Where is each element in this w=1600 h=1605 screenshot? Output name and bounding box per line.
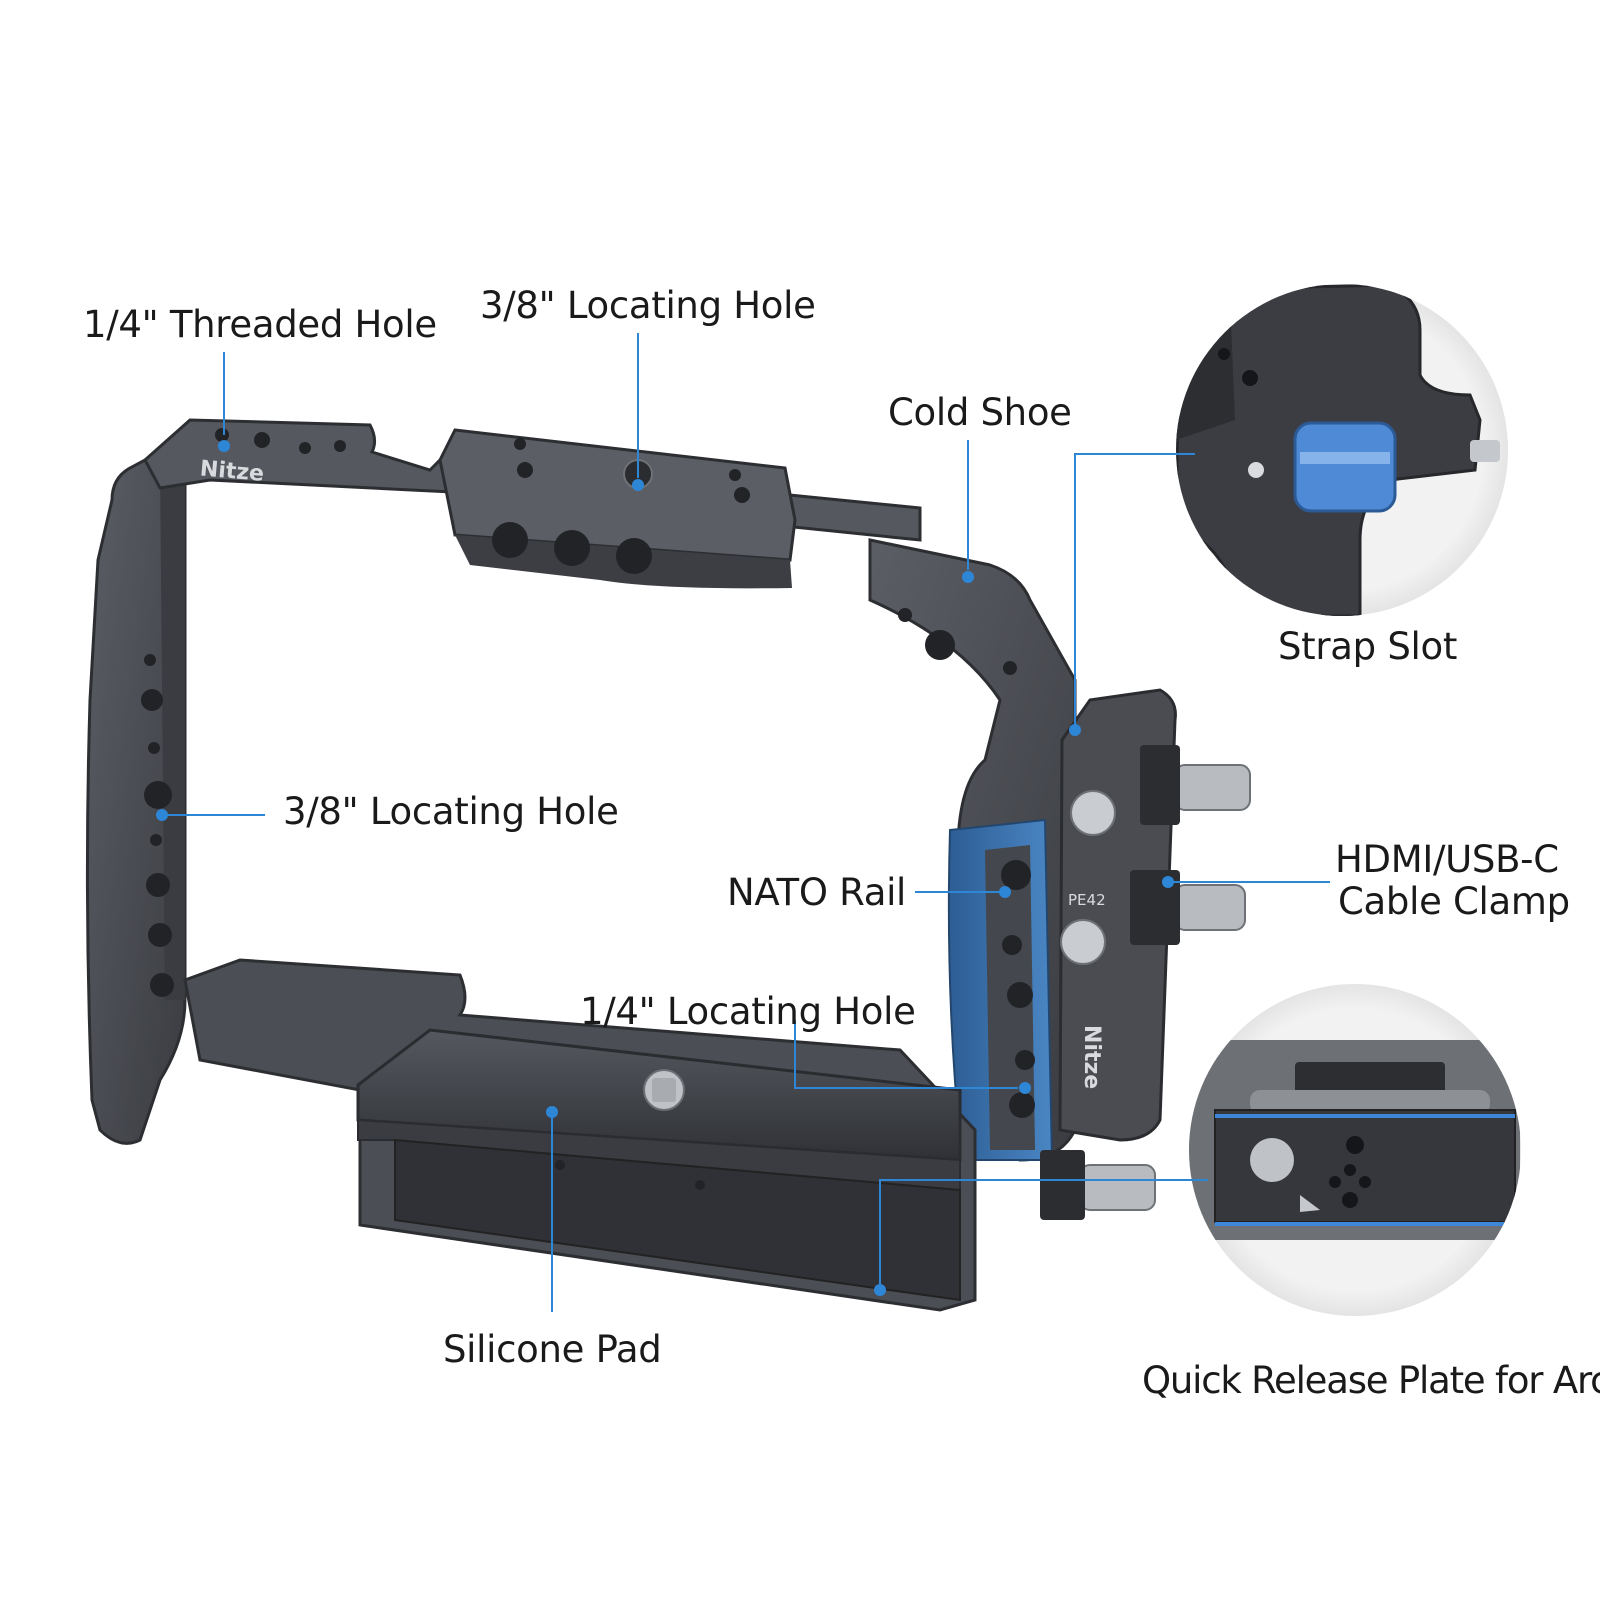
label-locating-hole-side: 3/8" Locating Hole: [283, 790, 619, 833]
callout-dots: [156, 440, 1174, 1296]
label-locating-hole-top: 3/8" Locating Hole: [480, 284, 816, 327]
quick-release-detail: [1189, 984, 1521, 1316]
strap-slot-detail: [1176, 284, 1508, 616]
label-cable-clamp-line2: Cable Clamp: [1338, 880, 1570, 923]
label-silicone-pad: Silicone Pad: [443, 1328, 662, 1371]
label-cold-shoe: Cold Shoe: [888, 391, 1072, 434]
label-locating-hole-quarter: 1/4" Locating Hole: [580, 990, 916, 1033]
label-strap-slot: Strap Slot: [1278, 625, 1458, 668]
label-cable-clamp-line1: HDMI/USB-C: [1335, 838, 1559, 881]
model-number: PE42: [1068, 891, 1106, 909]
label-nato-rail: NATO Rail: [727, 871, 907, 914]
brand-logo-top: Nitze: [199, 456, 265, 487]
callout-lines: [162, 333, 1330, 1312]
cage-frame: Nitze Nitze PE42: [85, 418, 1251, 1312]
label-threaded-hole-top: 1/4" Threaded Hole: [83, 303, 437, 346]
label-quick-release: Quick Release Plate for Arca: [1142, 1359, 1600, 1402]
brand-logo-clamp: Nitze: [1079, 1025, 1104, 1089]
